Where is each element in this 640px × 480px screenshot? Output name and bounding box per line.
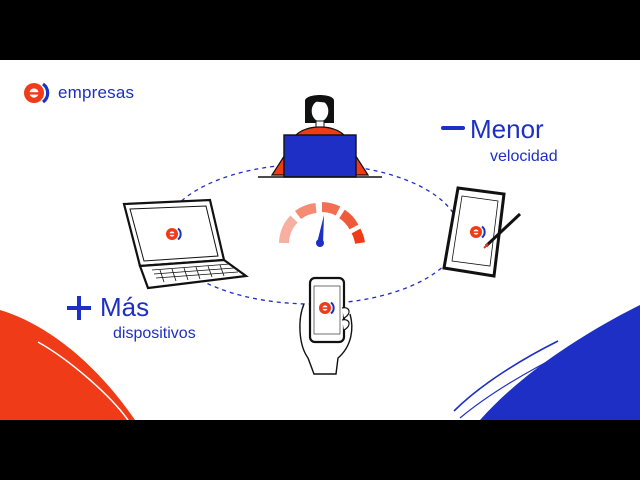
minus-icon (441, 126, 465, 130)
enel-e-logo-icon (24, 82, 50, 104)
more-devices-title: Más (100, 292, 150, 322)
more-devices-subtitle: dispositivos (113, 325, 196, 342)
video-frame: empresas Menor velocidad Más dispositivo… (0, 60, 640, 420)
red-corner-shape (0, 310, 135, 420)
less-speed-title: Menor (470, 114, 544, 144)
blue-corner-shape (453, 305, 640, 420)
less-speed-subtitle: velocidad (490, 148, 558, 165)
brand-name: empresas (58, 83, 135, 102)
speedometer-icon (279, 202, 365, 247)
phone-in-hand-illustration (299, 276, 353, 375)
plus-icon (67, 296, 91, 320)
tablet-illustration (442, 186, 522, 278)
laptop-illustration (122, 198, 249, 290)
brand-logo: empresas (22, 80, 134, 106)
person-at-computer-illustration (258, 95, 382, 178)
